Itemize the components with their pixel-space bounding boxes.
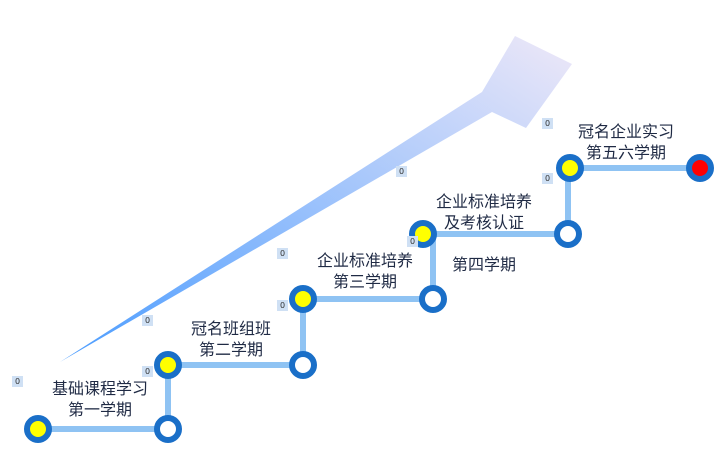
stage-title: 企业标准培养 及考核认证: [435, 192, 533, 232]
stage-node[interactable]: [154, 415, 182, 443]
stage-term: 第四学期: [451, 255, 517, 274]
stage-2-label: 冠名班组班 第二学期: [191, 318, 271, 360]
value-badge: 0: [12, 376, 23, 387]
stage-title: 冠名企业实习: [577, 122, 675, 141]
stage-title: 基础课程学习: [51, 379, 149, 398]
end-node[interactable]: [686, 154, 714, 182]
value-badge: 0: [277, 248, 288, 259]
growth-arrow: [60, 36, 572, 362]
stage-5-label: 冠名企业实习 第五六学期: [578, 121, 674, 163]
stage-term: 第一学期: [67, 400, 133, 419]
stage-node[interactable]: [419, 285, 447, 313]
stage-node[interactable]: [554, 220, 582, 248]
stage-node-active[interactable]: [24, 415, 52, 443]
value-badge: 0: [542, 173, 553, 184]
stage-term: 第二学期: [198, 340, 264, 359]
value-badge: 0: [542, 118, 553, 129]
value-badge: 0: [396, 166, 407, 177]
stage-node[interactable]: [289, 351, 317, 379]
stage-term: 第三学期: [332, 272, 398, 291]
stage-node-active[interactable]: [154, 351, 182, 379]
stage-node-active[interactable]: [556, 154, 584, 182]
value-badge: 0: [277, 300, 288, 311]
stage-4-label: 企业标准培养 及考核认证 第四学期: [436, 170, 532, 296]
stage-node-active[interactable]: [289, 285, 317, 313]
stage-1-label: 基础课程学习 第一学期: [52, 378, 148, 420]
stage-3-label: 企业标准培养 第三学期: [317, 250, 413, 292]
value-badge: 0: [407, 236, 418, 247]
value-badge: 0: [142, 315, 153, 326]
stage-term: 第五六学期: [585, 143, 667, 162]
stage-title: 企业标准培养: [316, 251, 414, 270]
value-badge: 0: [142, 366, 153, 377]
stage-title: 冠名班组班: [190, 319, 272, 338]
